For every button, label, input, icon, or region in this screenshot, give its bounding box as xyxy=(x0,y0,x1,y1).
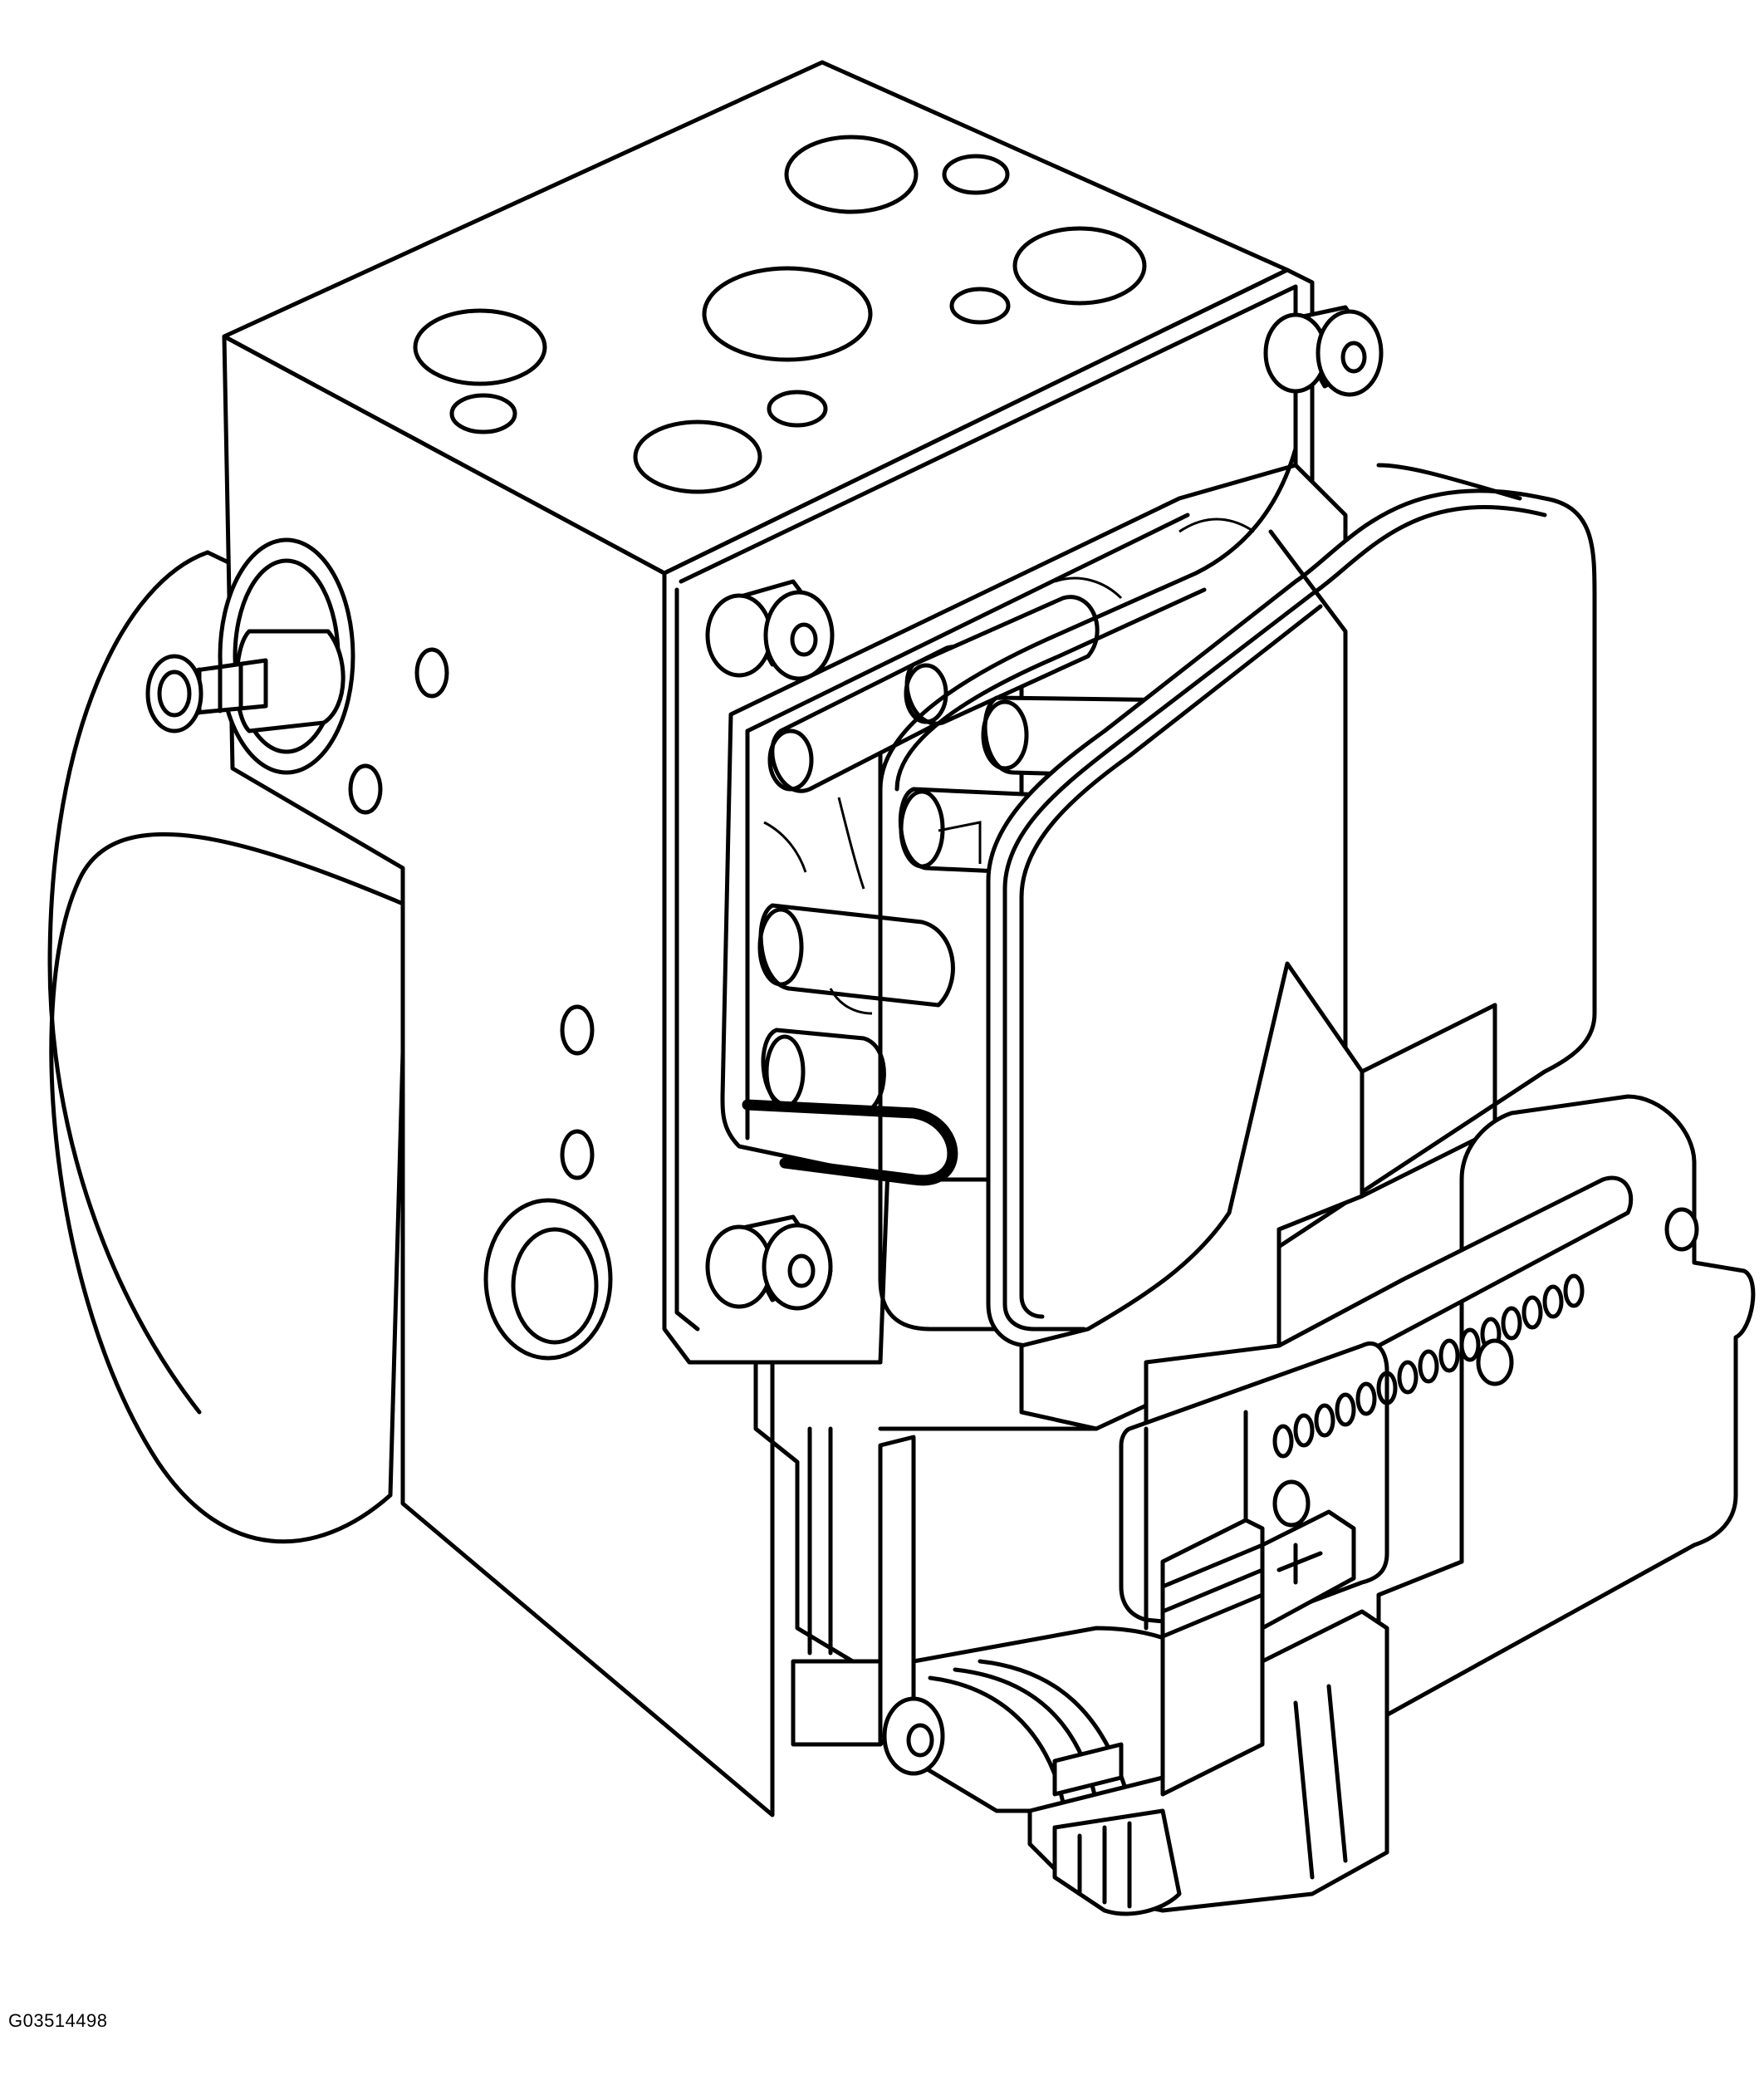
harness-connector xyxy=(791,1426,1389,1916)
mounting-studs xyxy=(705,305,1384,1311)
figure-id-label: G03514498 xyxy=(8,2010,108,2031)
hydraulic-block xyxy=(222,60,1290,1817)
ecu-cover xyxy=(878,446,1597,1348)
interior-detail-lines xyxy=(763,518,1255,1015)
motor-terminal-stud xyxy=(145,537,355,775)
